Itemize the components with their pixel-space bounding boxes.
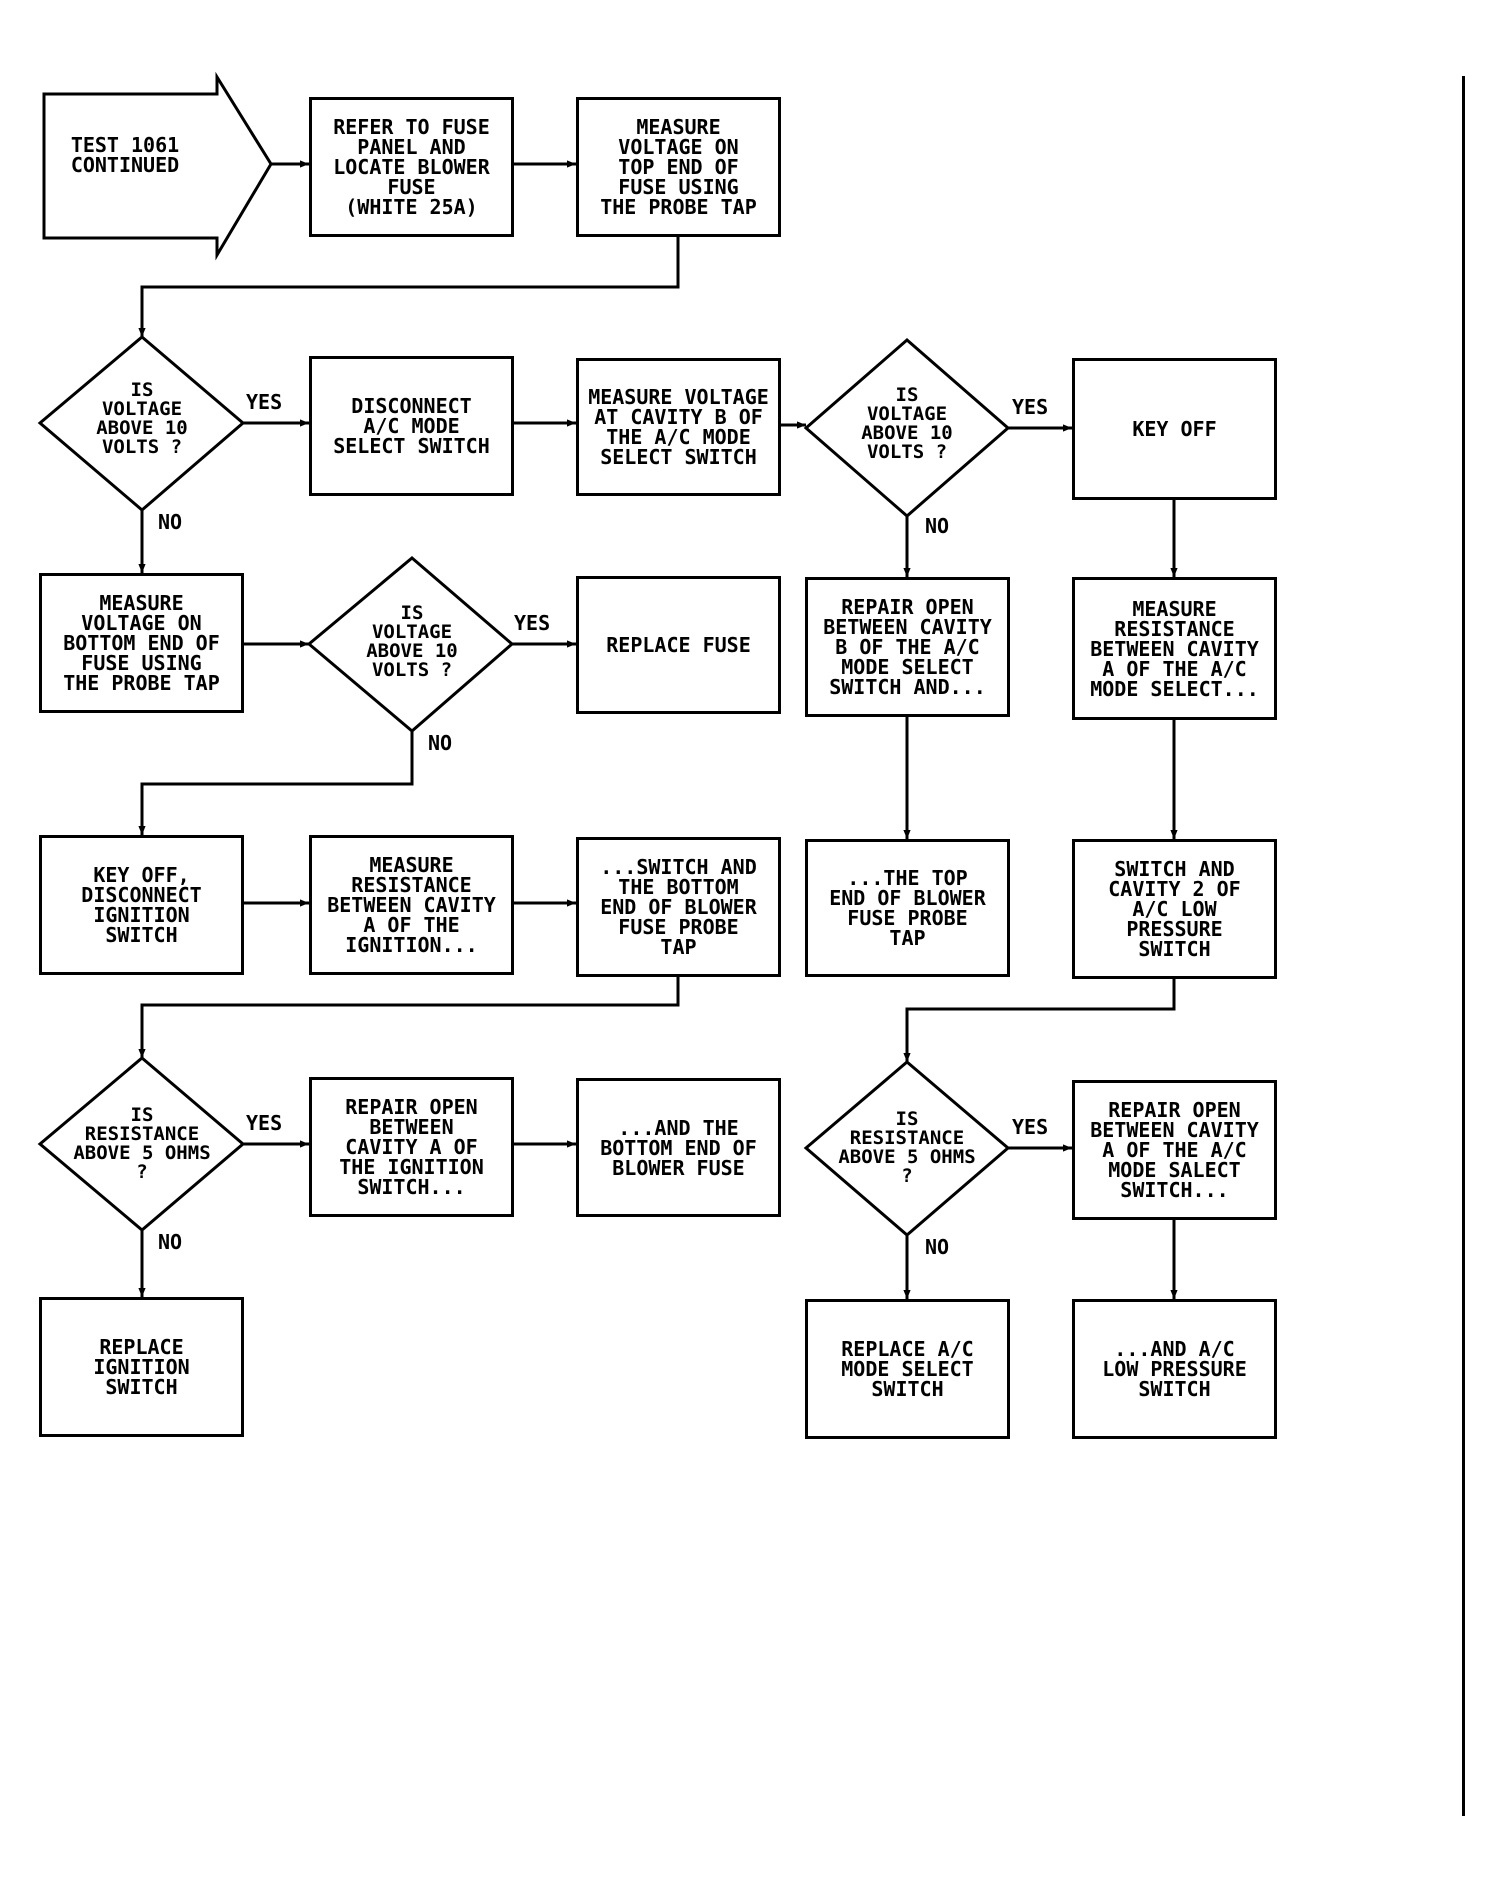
yes-label-decision-1: YES [246,390,283,414]
measure-bottom-end-box: MEASURE VOLTAGE ON BOTTOM END OF FUSE US… [39,573,244,713]
top-end-blower-box: ...THE TOP END OF BLOWER FUSE PROBE TAP [805,839,1010,977]
no-label-decision-1: NO [158,510,183,534]
measure-resistance-ac-box: MEASURE RESISTANCE BETWEEN CAVITY A OF T… [1072,577,1277,720]
yes-label-decision-3: YES [514,611,551,635]
and-ac-low-pressure-box: ...AND A/C LOW PRESSURE SWITCH [1072,1299,1277,1439]
decision-resistance-1-label: IS RESISTANCE ABOVE 5 OHMS ? [73,1104,211,1183]
no-label-decision-2: NO [925,514,950,538]
key-off-disconnect-ignition-box: KEY OFF, DISCONNECT IGNITION SWITCH [39,835,244,975]
yes-label-decision-2: YES [1012,395,1049,419]
yes-label-decision-resistance-2: YES [1012,1115,1049,1139]
measure-resistance-ignition-box: MEASURE RESISTANCE BETWEEN CAVITY A OF T… [309,835,514,975]
refer-fuse-panel-box: REFER TO FUSE PANEL AND LOCATE BLOWER FU… [309,97,514,237]
measure-cavity-b-box: MEASURE VOLTAGE AT CAVITY B OF THE A/C M… [576,358,781,496]
start-node: TEST 1061 CONTINUED [70,133,180,177]
bottom-end-blower-box: ...AND THE BOTTOM END OF BLOWER FUSE [576,1078,781,1217]
no-label-decision-resistance-1: NO [158,1230,183,1254]
repair-open-ignition-box: REPAIR OPEN BETWEEN CAVITY A OF THE IGNI… [309,1077,514,1217]
edge-switch-bottom-to-decision-r1 [138,977,680,1058]
measure-top-end-box: MEASURE VOLTAGE ON TOP END OF FUSE USING… [576,97,781,237]
decision-voltage-2-label: IS VOLTAGE ABOVE 10 VOLTS ? [861,384,953,463]
repair-open-cavity-b-box: REPAIR OPEN BETWEEN CAVITY B OF THE A/C … [805,577,1010,717]
no-label-decision-resistance-2: NO [925,1235,950,1259]
repair-open-ac-mode-box: REPAIR OPEN BETWEEN CAVITY A OF THE A/C … [1072,1080,1277,1220]
replace-ac-mode-switch-box: REPLACE A/C MODE SELECT SWITCH [805,1299,1010,1439]
start-arrow-shape [42,71,273,261]
disconnect-ac-mode-box: DISCONNECT A/C MODE SELECT SWITCH [309,356,514,496]
edge-decision-3-no [138,731,414,835]
replace-ignition-switch-box: REPLACE IGNITION SWITCH [39,1297,244,1437]
replace-fuse-box: REPLACE FUSE [576,576,781,714]
decision-voltage-1-label: IS VOLTAGE ABOVE 10 VOLTS ? [96,379,188,458]
yes-label-decision-resistance-1: YES [246,1111,283,1135]
key-off-box: KEY OFF [1072,358,1277,500]
page-edge-line [1462,76,1465,1816]
decision-voltage-3-label: IS VOLTAGE ABOVE 10 VOLTS ? [366,602,458,681]
switch-cavity-2-box: SWITCH AND CAVITY 2 OF A/C LOW PRESSURE … [1072,839,1277,979]
switch-bottom-end-box: ...SWITCH AND THE BOTTOM END OF BLOWER F… [576,837,781,977]
decision-resistance-2-label: IS RESISTANCE ABOVE 5 OHMS ? [838,1108,976,1187]
edge-measure-top-to-decision-1 [138,236,680,337]
no-label-decision-3: NO [428,731,453,755]
edge-switch-cavity-to-decision-r2 [903,979,1176,1062]
